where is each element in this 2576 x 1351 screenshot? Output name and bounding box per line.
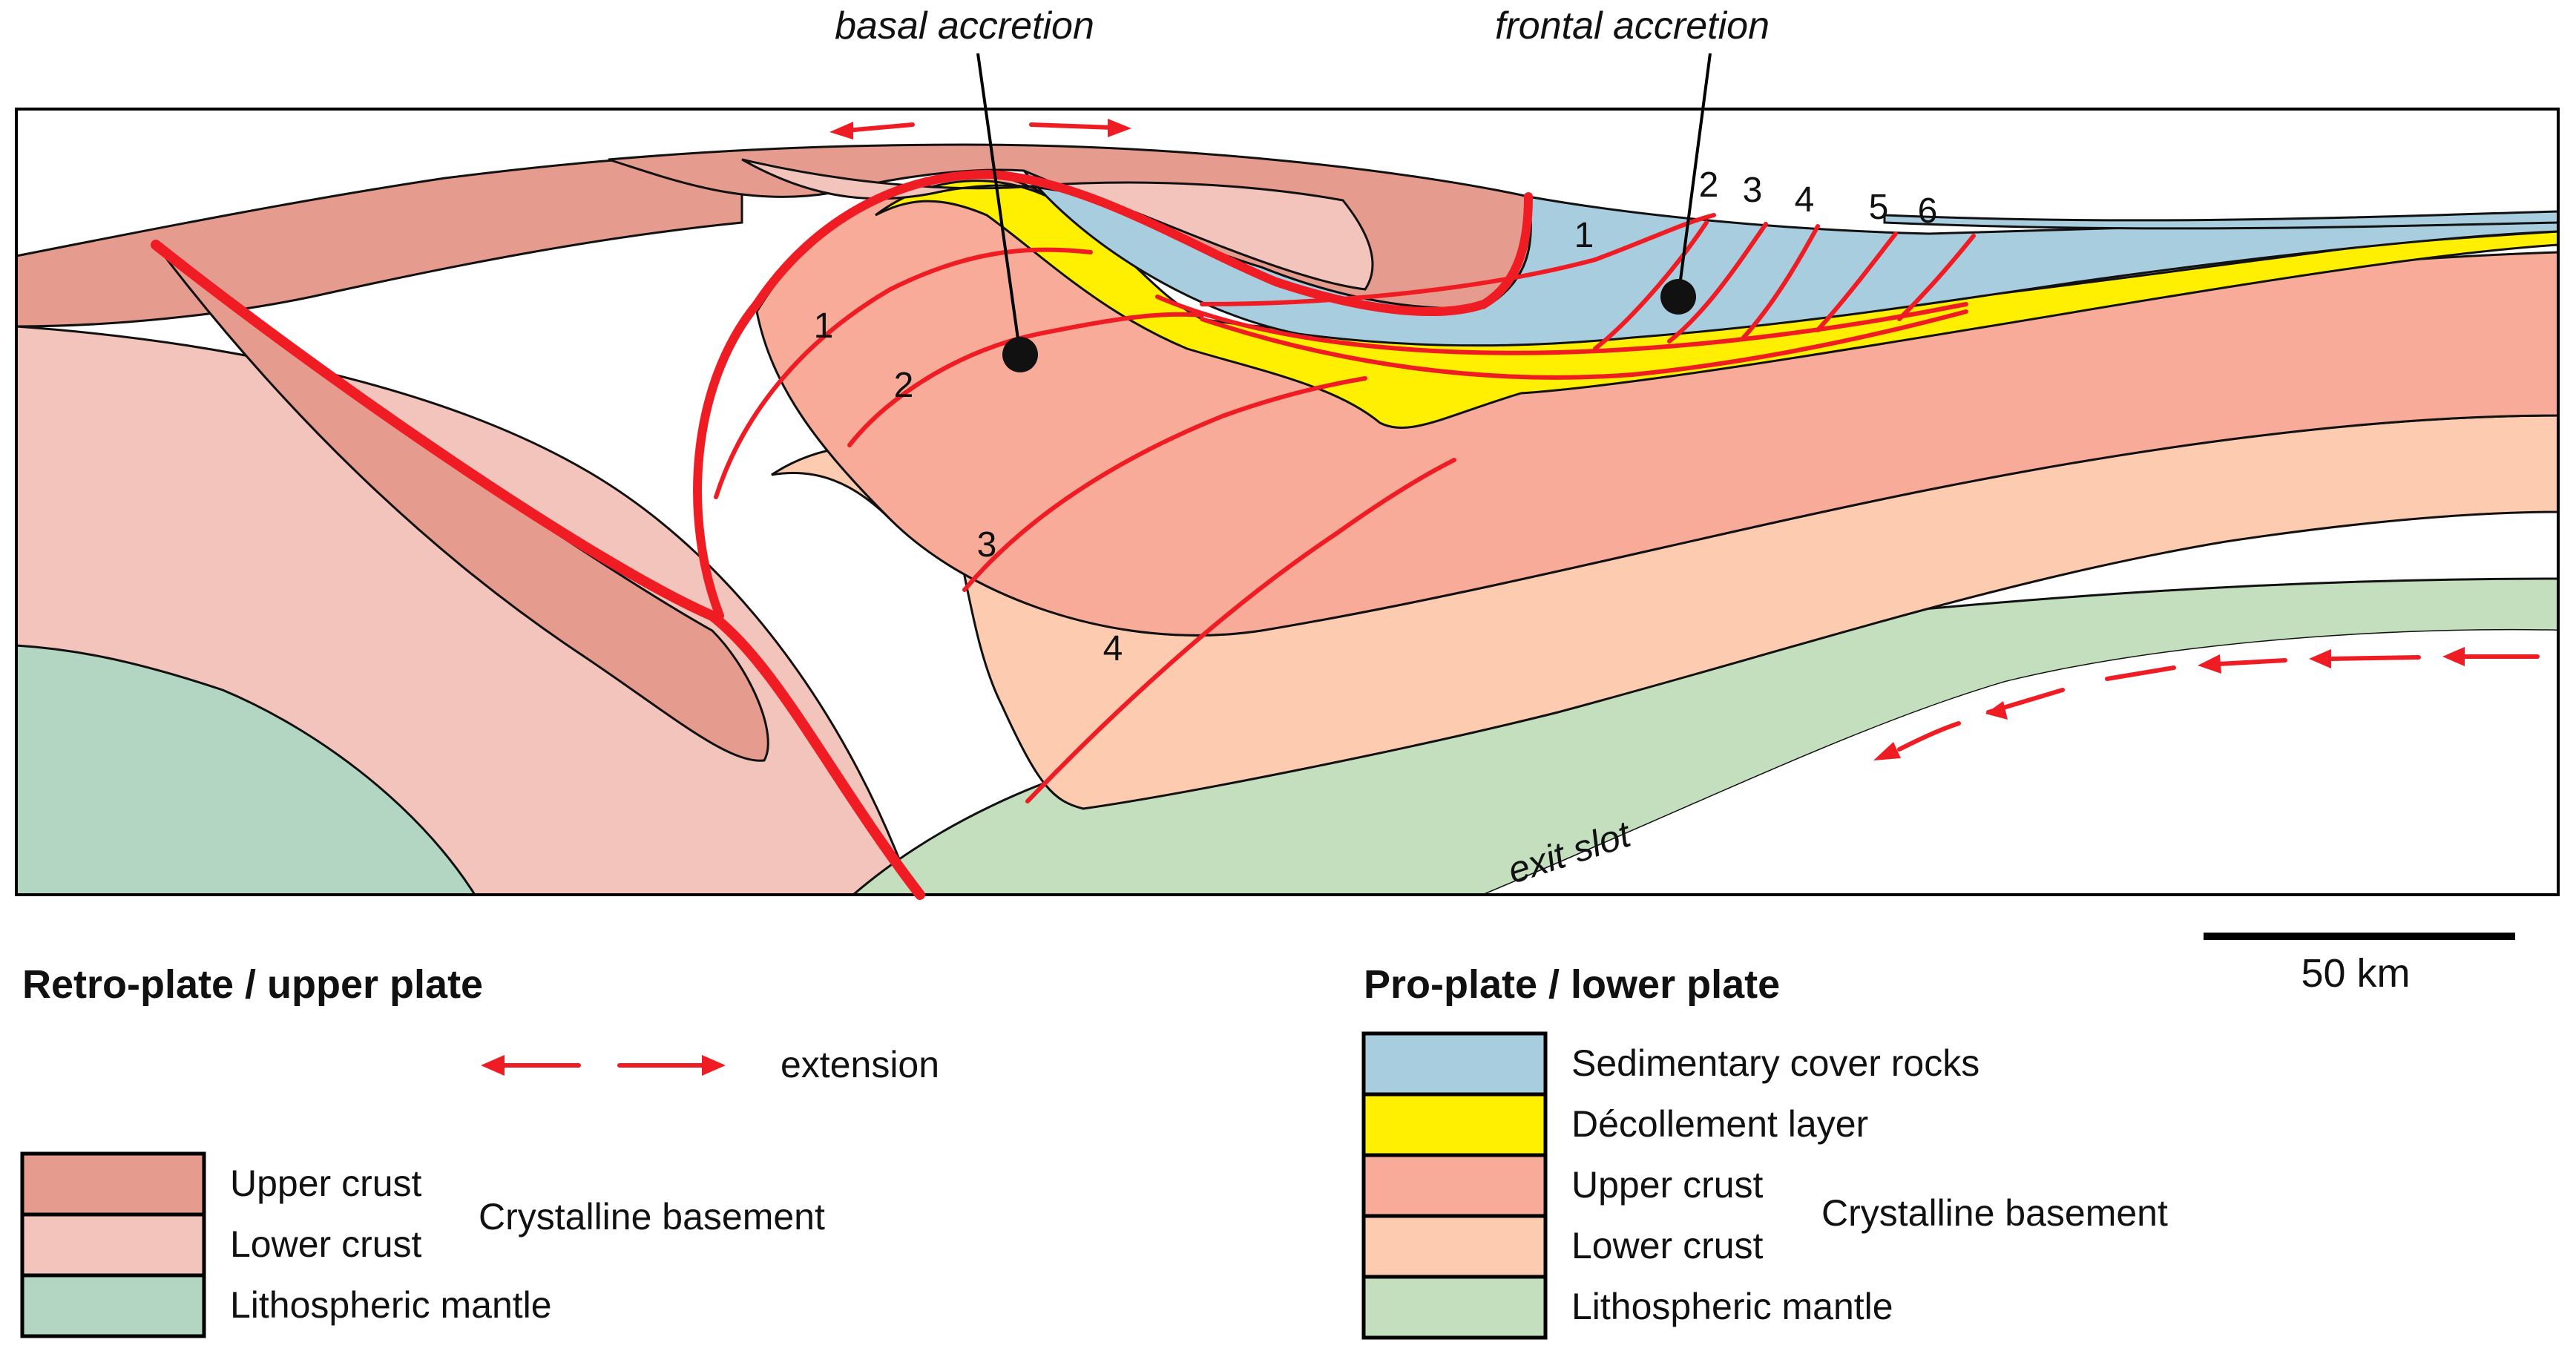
extension-arrow-right [1029, 122, 1115, 130]
subduction-arrows [1897, 654, 2540, 752]
annotation-pointers [976, 53, 1712, 372]
frontal-thrust-1 [1200, 213, 1716, 306]
legend-extension-right-head [702, 1055, 726, 1076]
subduction-arrowhead-2 [2309, 649, 2331, 668]
frontal-thrust-number-5: 5 [1869, 188, 1889, 227]
subduction-dash-3 [2216, 658, 2287, 666]
frontal-thrust-number-6: 6 [1918, 191, 1938, 231]
legend-pro-crystalline-basement-label: Crystalline basement [1821, 1192, 2168, 1234]
basal-thrust-3 [962, 376, 1367, 592]
legend-retro-lower-crust-swatch [20, 1212, 206, 1278]
exit-slot-white [1484, 630, 2558, 895]
legend-pro: Pro-plate / lower plate Sedimentary cove… [1361, 962, 2168, 1340]
retro-lower-crust [15, 325, 915, 896]
basal-accretion-dot [1002, 337, 1038, 372]
basal-thrust-1 [714, 247, 1093, 499]
legend-extension-left-head [481, 1055, 505, 1076]
scale-bar: 50 km [2204, 933, 2515, 996]
orogen-bounding-thrust [693, 170, 1533, 620]
scale-bar-label: 50 km [2301, 951, 2410, 996]
frontal-thrust-number-1: 1 [1574, 216, 1594, 255]
legend-pro-decollement-label: Décollement layer [1571, 1103, 1868, 1145]
legend-retro-upper-crust-swatch [20, 1151, 206, 1217]
legend-pro-mantle-label: Lithospheric mantle [1571, 1286, 1893, 1327]
legend-retro-crystalline-basement-label: Crystalline basement [479, 1196, 825, 1237]
basal-thrust-number-1: 1 [814, 306, 834, 346]
fault-lines [151, 170, 1976, 900]
subduction-dash-2 [2327, 655, 2421, 661]
frontal-thrust-4 [1741, 224, 1820, 340]
frontal-thrust-number-4: 4 [1795, 180, 1815, 220]
decollement-thrust-a [1155, 295, 1968, 355]
section-frame [15, 108, 2560, 896]
retro-main-thrust [151, 240, 925, 900]
frontal-thrust-6 [1897, 234, 1976, 321]
legend-pro-decollement-swatch [1361, 1092, 1548, 1157]
extension-arrow-left [844, 122, 915, 133]
legend-extension-label: extension [781, 1044, 939, 1085]
extension-arrow-left-head [829, 122, 853, 139]
frontal-thrust-number-3: 3 [1743, 171, 1763, 210]
extension-arrow-right-head [1108, 119, 1131, 137]
basal-thrust-number-2: 2 [894, 366, 914, 405]
frontal-thrust-5 [1816, 231, 1898, 332]
extension-arrows-top [829, 119, 1131, 139]
legend-retro-lower-crust-label: Lower crust [230, 1223, 422, 1265]
legend-pro-lower-crust-swatch [1361, 1214, 1548, 1279]
basal-accretion-pointer [976, 53, 1022, 355]
subduction-arrowhead-4 [1985, 701, 2008, 720]
legend-retro-title: Retro-plate / upper plate [22, 962, 483, 1007]
subduction-arrowhead-5 [1873, 742, 1901, 760]
basal-thrust-number-3: 3 [977, 525, 997, 565]
frontal-accretion-pointer [1677, 53, 1712, 298]
legend-retro: Retro-plate / upper plate extension Uppe… [20, 962, 939, 1338]
legend-pro-mantle-swatch [1361, 1275, 1548, 1340]
subduction-arrowheads [1873, 647, 2465, 760]
basal-thrust-4 [1025, 458, 1456, 803]
frontal-thrust-3 [1667, 222, 1768, 343]
basal-accretion-label: basal accretion [835, 4, 1094, 47]
subduction-dash-6 [1897, 721, 1961, 752]
frontal-accretion-dot [1660, 279, 1696, 315]
frontal-accretion-label: frontal accretion [1495, 4, 1770, 47]
legend-pro-upper-crust-swatch [1361, 1153, 1548, 1218]
frontal-thrust-number-2: 2 [1699, 165, 1719, 205]
legend-pro-upper-crust-label: Upper crust [1571, 1164, 1764, 1206]
basal-thrust-number-4: 4 [1103, 629, 1123, 668]
subduction-arrowhead-1 [2442, 647, 2465, 666]
legend-pro-lower-crust-label: Lower crust [1571, 1225, 1764, 1266]
basal-thrust-2 [847, 312, 1204, 447]
legend-pro-sediment-label: Sedimentary cover rocks [1571, 1042, 1979, 1084]
legend-retro-mantle-label: Lithospheric mantle [230, 1284, 552, 1326]
legend-pro-title: Pro-plate / lower plate [1364, 962, 1780, 1007]
legend-retro-mantle-swatch [20, 1273, 206, 1338]
subduction-dash-4 [2105, 665, 2176, 681]
legend-retro-upper-crust-label: Upper crust [230, 1163, 422, 1204]
cross-section: basal accretion frontal accretion exit s… [15, 4, 2560, 900]
decollement-thrust-b [1200, 309, 1968, 380]
frontal-thrust-2 [1593, 220, 1709, 351]
subduction-arrowhead-3 [2198, 654, 2221, 674]
legend-pro-sediment-swatch [1361, 1031, 1548, 1097]
